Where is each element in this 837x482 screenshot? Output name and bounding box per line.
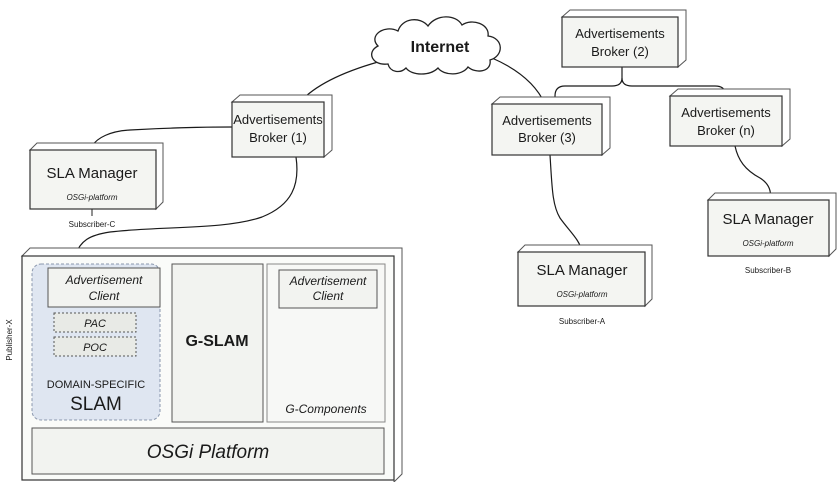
sla-manager-a[interactable]: SLA Manager OSGi-platform — [516, 244, 653, 308]
connector-broker1-publisher — [73, 156, 298, 259]
sla-manager-a-box — [517, 251, 646, 307]
broker-3-line1: Advertisements — [502, 113, 592, 128]
sla-manager-b-platform: OSGi-platform — [742, 239, 793, 248]
subscriber-c-caption: Subscriber-C — [69, 220, 116, 229]
pac-label: PAC — [84, 318, 106, 330]
connector-brokern-slamb — [734, 145, 772, 201]
broker-2-line2: Broker (2) — [591, 44, 649, 59]
connections — [73, 57, 772, 259]
broker-1-line2: Broker (1) — [249, 130, 307, 145]
osgi-platform-box — [31, 427, 385, 475]
broker-2[interactable]: Advertisements Broker (2) — [560, 9, 687, 69]
pac-box[interactable] — [53, 312, 137, 333]
sla-manager-b-title: SLA Manager — [723, 211, 814, 228]
broker-1[interactable]: Advertisements Broker (1) — [230, 94, 333, 159]
broker-2-line1: Advertisements — [575, 26, 665, 41]
g-components-label: G-Components — [285, 402, 366, 416]
sla-manager-c[interactable]: SLA Manager OSGi-platform — [28, 142, 164, 211]
g-adv-client-line2: Client — [313, 289, 344, 303]
subscriber-b-caption: Subscriber-B — [745, 266, 791, 275]
connector-broker1-slamc — [91, 126, 233, 147]
sla-manager-b[interactable]: SLA Manager OSGi-platform — [706, 192, 837, 258]
domain-label-small: DOMAIN-SPECIFIC — [47, 379, 145, 391]
broker-1-line1: Advertisements — [233, 112, 323, 127]
publisher-caption: Publisher-X — [5, 319, 14, 361]
connector-broker3-slama — [549, 154, 583, 253]
broker-2-box — [561, 16, 679, 68]
sla-manager-a-platform: OSGi-platform — [556, 290, 607, 299]
broker-n-line1: Advertisements — [681, 105, 771, 120]
publisher-x: Advertisement Client PAC POC DOMAIN-SPEC… — [20, 247, 403, 482]
sla-manager-c-box — [29, 149, 157, 210]
g-slam-label: G-SLAM — [185, 333, 248, 350]
g-slam[interactable]: G-SLAM — [171, 263, 264, 423]
domain-label-large: SLAM — [70, 394, 122, 415]
g-slam-box — [171, 263, 264, 423]
domain-adv-client-line2: Client — [89, 289, 120, 303]
poc-label: POC — [83, 342, 107, 354]
broker-3[interactable]: Advertisements Broker (3) — [490, 96, 611, 157]
broker-3-line2: Broker (3) — [518, 130, 576, 145]
g-components[interactable]: Advertisement Client G-Components — [266, 263, 386, 423]
broker-3-box — [491, 103, 603, 156]
connector-broker2-broker3 — [554, 67, 623, 104]
broker-1-box — [231, 101, 325, 158]
sla-manager-c-platform: OSGi-platform — [66, 193, 117, 202]
osgi-platform[interactable]: OSGi Platform — [31, 427, 385, 475]
sla-manager-a-title: SLA Manager — [537, 262, 628, 279]
poc-box[interactable] — [53, 336, 137, 357]
domain-adv-client[interactable] — [47, 267, 161, 308]
g-adv-client[interactable] — [278, 269, 378, 309]
sla-manager-b-box — [707, 199, 830, 257]
subscriber-a-caption: Subscriber-A — [559, 317, 606, 326]
domain-specific-slam[interactable]: Advertisement Client PAC POC DOMAIN-SPEC… — [31, 263, 161, 421]
sla-manager-c-title: SLA Manager — [47, 165, 138, 182]
domain-adv-client-line1: Advertisement — [65, 273, 143, 287]
g-adv-client-line1: Advertisement — [289, 274, 367, 288]
internet-label: Internet — [411, 39, 470, 56]
osgi-platform-label: OSGi Platform — [147, 442, 269, 463]
broker-n-box — [669, 95, 783, 147]
cloud-icon — [371, 16, 501, 75]
broker-n[interactable]: Advertisements Broker (n) — [668, 88, 791, 148]
broker-n-line2: Broker (n) — [697, 123, 755, 138]
internet-cloud: Internet — [371, 16, 501, 75]
